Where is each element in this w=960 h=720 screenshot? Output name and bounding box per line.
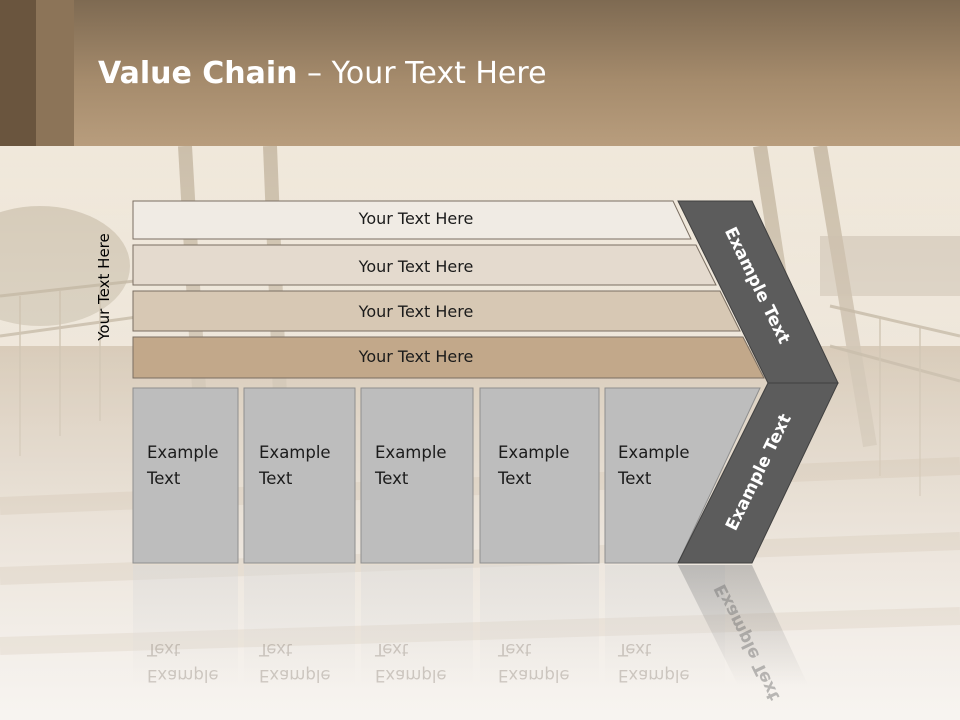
row-label-1: Your Text Here xyxy=(358,209,474,228)
slide-title[interactable]: Value Chain – Your Text Here xyxy=(98,54,547,94)
row-band-2[interactable] xyxy=(132,244,717,286)
box-label-2: Example Text xyxy=(259,443,331,488)
banner-accent-light xyxy=(36,0,74,146)
box-reflection-3: Example Text xyxy=(375,640,447,685)
row-label-2: Your Text Here xyxy=(358,257,474,276)
row-band-1[interactable] xyxy=(132,200,692,240)
box-reflection-2: Example Text xyxy=(259,640,331,685)
reflection xyxy=(133,565,808,685)
vertical-side-label[interactable]: Your Text Here xyxy=(95,233,113,341)
box-reflection-4: Example Text xyxy=(498,640,570,685)
box-label-3: Example Text xyxy=(375,443,447,488)
row-band-4[interactable] xyxy=(132,336,765,379)
activity-box-3[interactable] xyxy=(360,387,474,564)
row-band-3[interactable] xyxy=(132,290,741,332)
activity-box-4[interactable] xyxy=(479,387,600,564)
title-rest: – Your Text Here xyxy=(297,56,547,91)
box-reflection-1: Example Text xyxy=(147,640,219,685)
title-banner: Value Chain – Your Text Here xyxy=(0,0,960,146)
banner-accent-dark xyxy=(0,0,36,146)
row-label-4: Your Text Here xyxy=(358,347,474,366)
title-bold: Value Chain xyxy=(98,56,298,91)
box-label-1: Example Text xyxy=(147,443,219,488)
box-label-5: Example Text xyxy=(618,443,690,488)
row-label-3: Your Text Here xyxy=(358,302,474,321)
activity-box-1[interactable] xyxy=(132,387,239,564)
activity-box-2[interactable] xyxy=(243,387,356,564)
chevron-bottom[interactable] xyxy=(677,382,839,564)
box-label-4: Example Text xyxy=(498,443,570,488)
box-reflection-5: Example Text xyxy=(618,640,690,685)
